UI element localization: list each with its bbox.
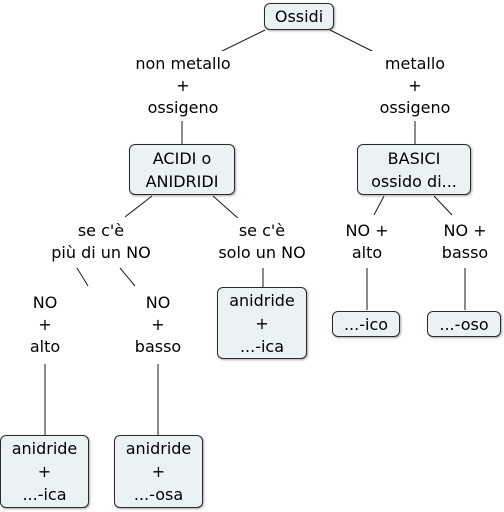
- link-metallo-line-3: ossigeno: [379, 98, 451, 117]
- node-basici-line-2: ossido di...: [371, 171, 457, 191]
- link-no-alto-line-2: +: [38, 315, 52, 334]
- node-anidride-ica-low-line-2: +: [37, 462, 52, 481]
- node-ico-text: ...-ico: [343, 314, 389, 334]
- link-no-alto: NO + alto: [22, 290, 68, 360]
- edge-basici-nobasso: [433, 195, 453, 216]
- node-acidi-line-1: ACIDI o: [152, 148, 212, 168]
- link-no-alto-line-3: alto: [29, 337, 61, 356]
- link-metallo-line-2: +: [408, 76, 422, 95]
- link-no-basso-line-1: NO: [145, 293, 171, 312]
- node-oso-text: ...-oso: [439, 314, 489, 334]
- link-no-alto-basici-line-1: NO +: [345, 221, 389, 240]
- link-solo-line-1: se c'è: [238, 221, 286, 240]
- link-no-basso-line-3: basso: [134, 337, 182, 356]
- edge-acidi-piu: [124, 195, 153, 218]
- node-anidride-ica-mid-line-3: ...-ica: [239, 336, 285, 356]
- node-ossidi-text: Ossidi: [274, 7, 324, 26]
- node-oso: ...-oso: [427, 311, 501, 337]
- node-basici-line-1: BASICI: [387, 148, 441, 168]
- edge-basici-noalto: [373, 195, 385, 216]
- edge-ossidi-nonmetallo: [215, 29, 266, 55]
- edge-piu-nobasso: [119, 267, 136, 287]
- link-non-metallo-line-3: ossigeno: [147, 98, 219, 117]
- link-no-basso-basici: NO + basso: [435, 218, 495, 266]
- node-anidride-osa: anidride + ...-osa: [114, 435, 203, 508]
- node-anidride-osa-line-3: ...-osa: [133, 485, 184, 504]
- node-anidride-ica-mid-line-1: anidride: [229, 290, 295, 310]
- edge-ossidi-metallo: [329, 29, 379, 55]
- link-solo-un-no: se c'è solo un NO: [208, 218, 316, 266]
- link-no-basso-basici-line-2: basso: [441, 243, 489, 262]
- edge-piu-noalto: [76, 267, 89, 287]
- link-metallo: metallo + ossigeno: [370, 51, 460, 121]
- node-anidride-osa-line-1: anidride: [125, 439, 192, 458]
- node-acidi-line-2: ANIDRIDI: [145, 171, 219, 191]
- node-anidride-ica-low: anidride + ...-ica: [0, 435, 89, 508]
- node-anidride-osa-line-2: +: [151, 462, 166, 481]
- link-no-alto-basici: NO + alto: [340, 218, 394, 266]
- edge-acidi-solo: [212, 195, 241, 221]
- node-acidi-anidridi: ACIDI o ANIDRIDI: [129, 144, 235, 195]
- node-basici: BASICI ossido di...: [357, 144, 471, 195]
- node-ossidi: Ossidi: [264, 3, 334, 30]
- node-anidride-ica-low-line-1: anidride: [11, 439, 78, 458]
- link-no-alto-basici-line-2: alto: [351, 243, 383, 262]
- link-metallo-line-1: metallo: [384, 54, 446, 73]
- link-solo-line-2: solo un NO: [218, 243, 306, 262]
- link-piu-line-1: se c'è: [77, 221, 125, 240]
- link-piu-di-un-no: se c'è più di un NO: [40, 218, 162, 266]
- node-anidride-ica-low-line-3: ...-ica: [22, 485, 67, 504]
- link-piu-line-2: più di un NO: [51, 243, 151, 262]
- node-ico: ...-ico: [332, 311, 400, 337]
- node-anidride-ica-mid: anidride + ...-ica: [217, 287, 307, 359]
- link-no-basso-line-2: +: [151, 315, 165, 334]
- link-non-metallo-line-2: +: [176, 76, 190, 95]
- link-non-metallo: non metallo + ossigeno: [125, 51, 241, 121]
- link-no-alto-line-1: NO: [32, 293, 58, 312]
- link-no-basso-basici-line-1: NO +: [443, 221, 487, 240]
- link-non-metallo-line-1: non metallo: [135, 54, 231, 73]
- link-no-basso: NO + basso: [128, 290, 188, 360]
- node-anidride-ica-mid-line-2: +: [255, 313, 269, 333]
